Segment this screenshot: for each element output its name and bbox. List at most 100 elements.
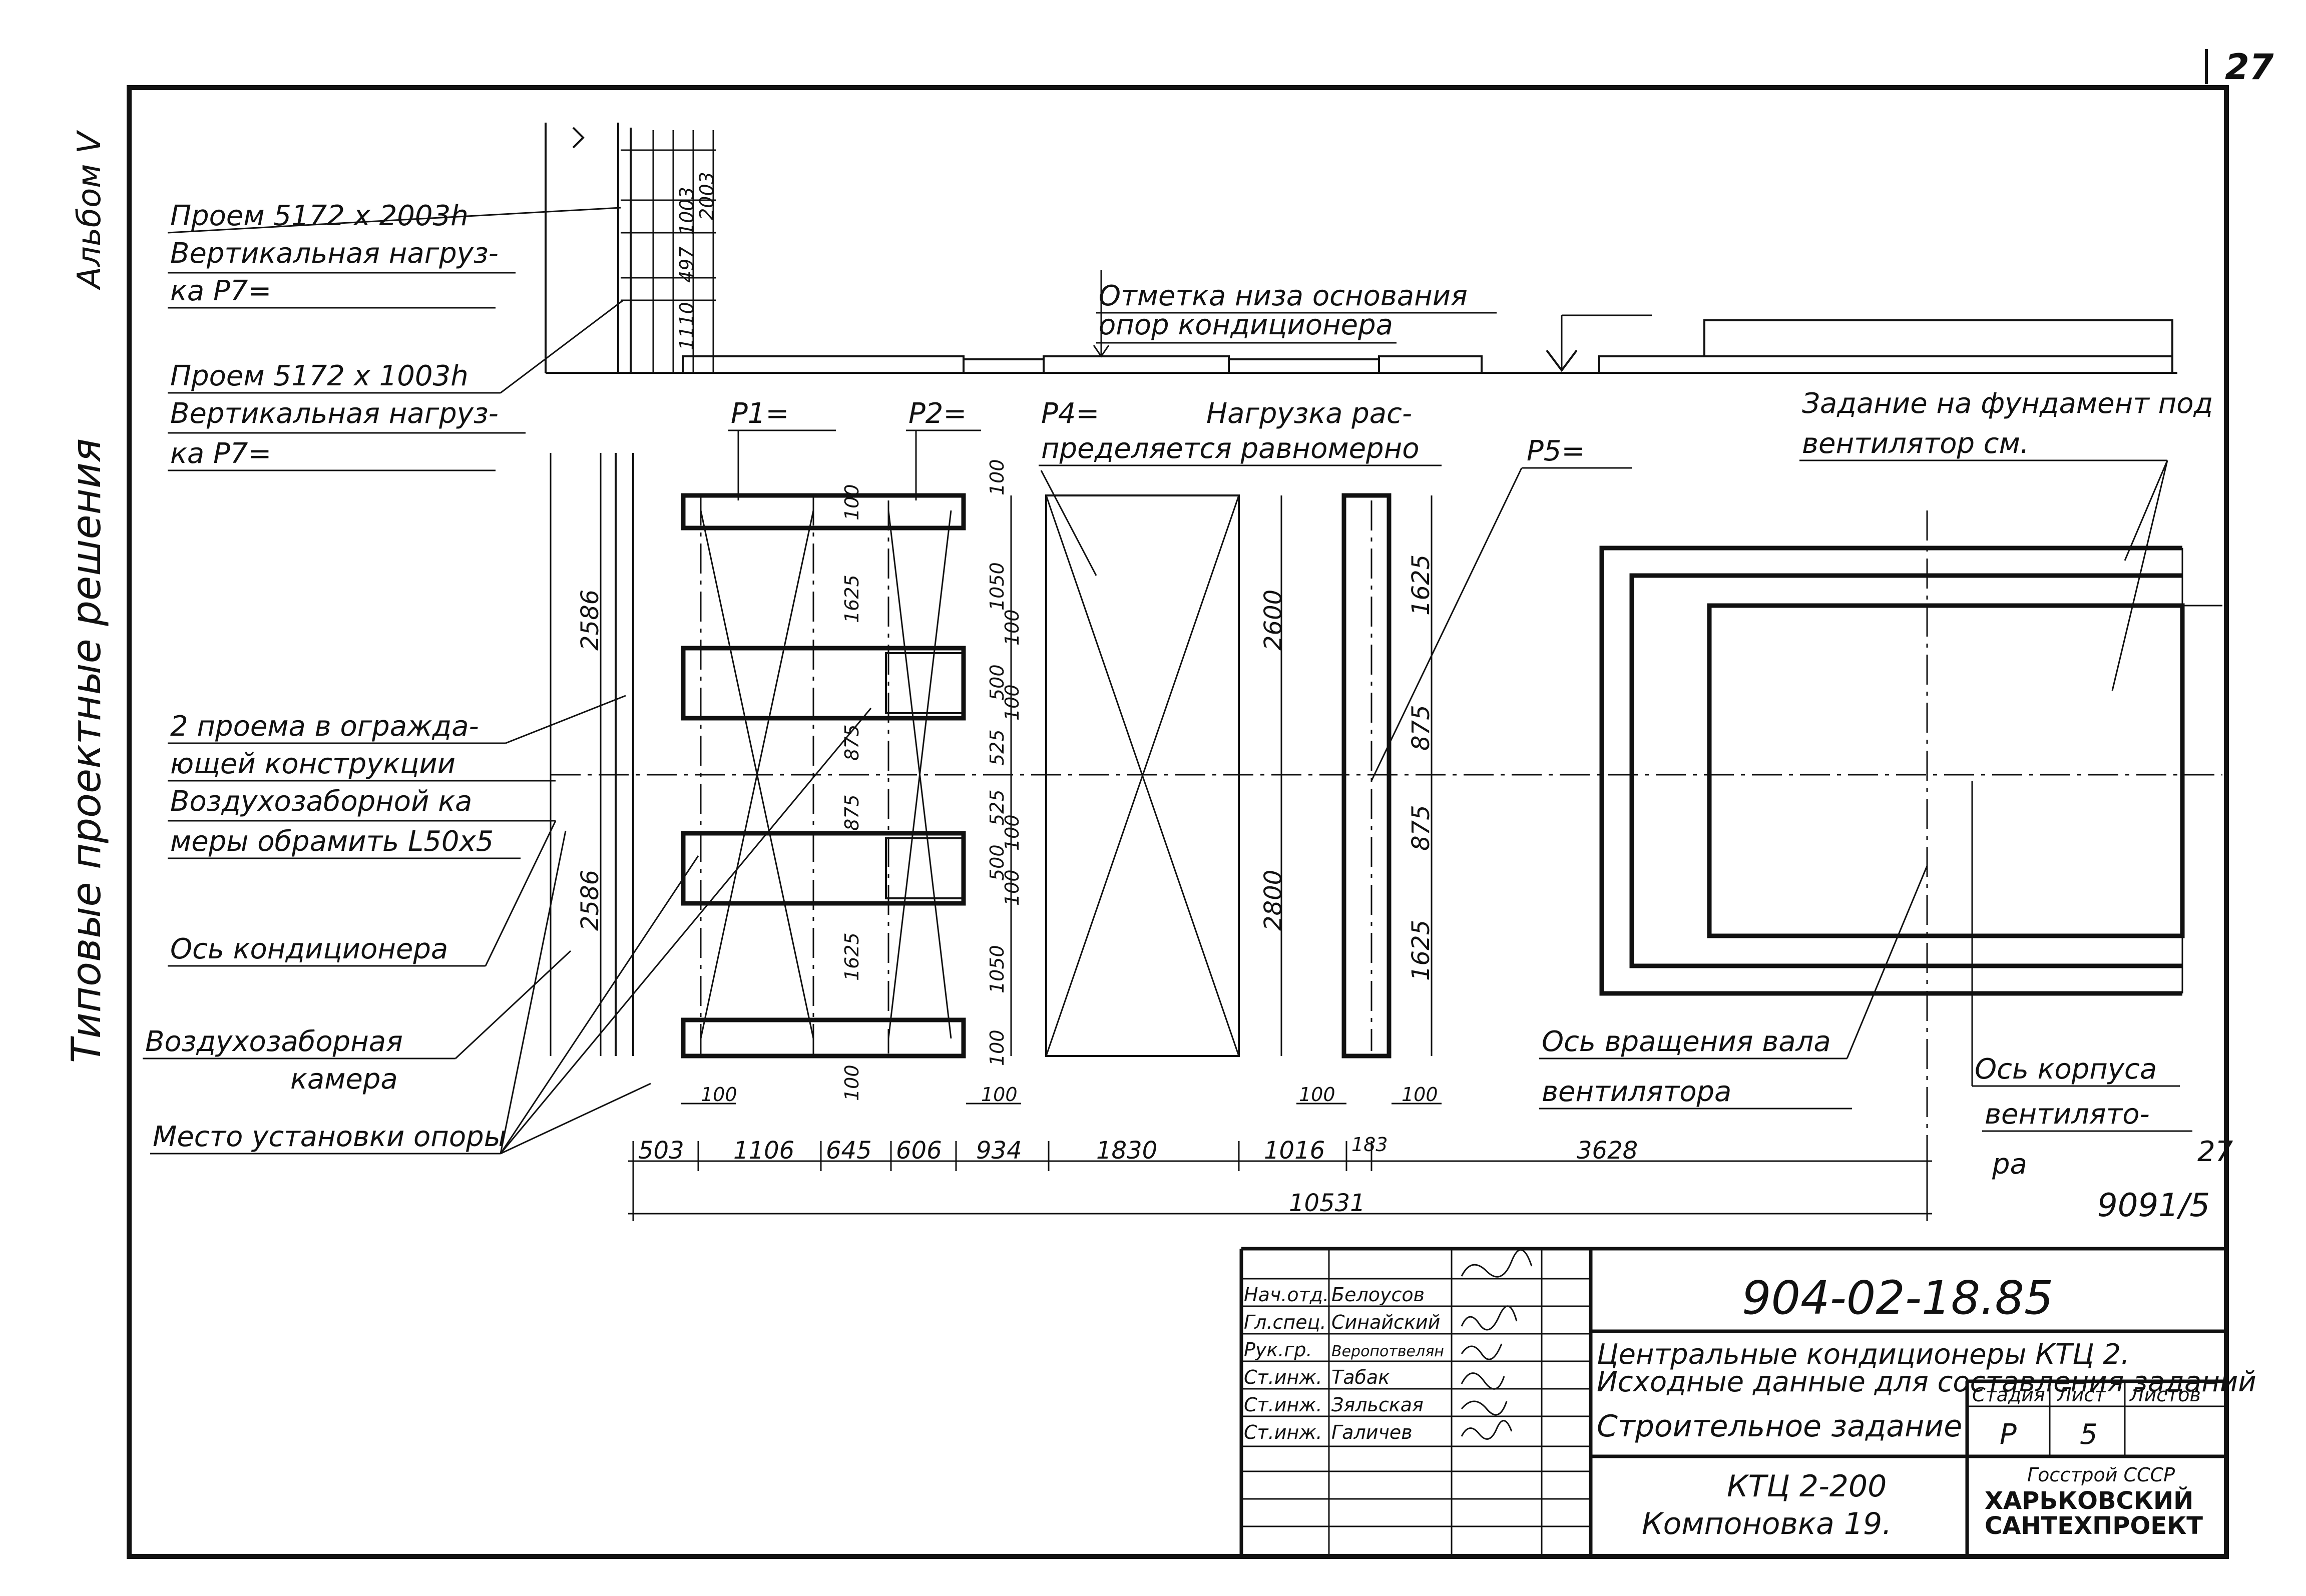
- frame-note-3: Воздухозаборной ка: [170, 785, 472, 818]
- signer-role-3: Рук.гр.: [1244, 1339, 1312, 1361]
- dim-c-total: 10531: [1289, 1189, 1365, 1217]
- dim-t-100b: 100: [1001, 609, 1023, 646]
- signature-mark-2: [1461, 1305, 1518, 1331]
- series-title: Типовые проектные решения: [63, 438, 110, 1063]
- dim-t-500b: 500: [986, 844, 1008, 881]
- dim-c-3628: 3628: [1577, 1137, 1638, 1165]
- dim-t-100d: 100: [1001, 814, 1023, 851]
- opening1-line3: ка Р7=: [170, 275, 271, 307]
- dim-t-1050b: 1050: [986, 945, 1008, 993]
- dim-v-1625a: 1625: [1407, 555, 1435, 616]
- elev-dim-1110: 1110: [676, 302, 698, 350]
- dim-u-2600: 2600: [1259, 590, 1287, 651]
- sheet-number: 5: [2080, 1418, 2098, 1451]
- sheet-header: Лист: [2056, 1384, 2106, 1406]
- doc-title-1: Центральные кондиционеры КТЦ 2.: [1597, 1338, 2130, 1371]
- page-number: 27: [2225, 47, 2274, 88]
- signers-table: Нач.отд. Белоусов Гл.спец. Синайский Рук…: [1244, 1249, 1533, 1443]
- signer-name-5: Зяльская: [1331, 1394, 1424, 1416]
- load-p5: Р5=: [1527, 435, 1585, 467]
- dim-t-100e: 100: [1001, 869, 1023, 906]
- dim-c-645: 645: [826, 1137, 872, 1165]
- org-line-3: САНТЕХПРОЕКТ: [1985, 1512, 2203, 1540]
- dim-t-100f: 100: [986, 1029, 1008, 1066]
- dim-c-183: 183: [1351, 1134, 1388, 1156]
- dim-c-1106: 1106: [733, 1137, 794, 1165]
- sheet-name: Строительное задание: [1597, 1409, 1962, 1444]
- load-p4: Р4=: [1041, 397, 1099, 430]
- signer-role-2: Гл.спец.: [1244, 1311, 1326, 1333]
- dim-t-525a: 525: [986, 729, 1008, 766]
- signature-mark-1: [1461, 1249, 1533, 1278]
- signer-role-6: Ст.инж.: [1244, 1421, 1322, 1443]
- shaft-axis-note-1: Ось вращения вала: [1542, 1025, 1831, 1058]
- body-axis-note-1: Ось корпуса: [1975, 1053, 2157, 1086]
- axis-conditioner-note: Ось кондиционера: [170, 933, 448, 965]
- title-block: [1239, 1247, 2226, 1556]
- dim-v-1625b: 1625: [1407, 920, 1435, 981]
- dim-t-100a: 100: [986, 459, 1008, 495]
- dim-c-1016: 1016: [1264, 1137, 1325, 1165]
- load-p2: Р2=: [908, 397, 967, 430]
- dim-s-1625a: 1625: [841, 575, 863, 623]
- page-number-rule: [2205, 49, 2208, 84]
- dim-c-1830: 1830: [1096, 1137, 1157, 1165]
- ref-27: 27: [2197, 1136, 2233, 1168]
- signature-mark-3: [1461, 1343, 1503, 1360]
- signer-role-1: Нач.отд.: [1244, 1284, 1329, 1306]
- elev-dim-497: 497: [676, 246, 698, 283]
- dim-s-875b: 875: [841, 794, 863, 831]
- fan-task-note-2: вентилятор см.: [1802, 427, 2029, 460]
- signer-role-5: Ст.инж.: [1244, 1394, 1322, 1416]
- signature-mark-4: [1461, 1372, 1505, 1390]
- signature-mark-5: [1461, 1400, 1508, 1416]
- stage-header: Стадия: [1972, 1384, 2045, 1406]
- dim-b-100b: 100: [981, 1084, 1018, 1106]
- dim-s-100b: 100: [841, 1065, 863, 1101]
- signature-mark-6: [1461, 1420, 1513, 1440]
- load-p1: Р1=: [731, 397, 789, 430]
- frame-note-2: ющей конструкции: [170, 748, 455, 780]
- base-mark-text-2: опор кондиционера: [1099, 309, 1393, 341]
- signer-name-6: Галичев: [1331, 1421, 1413, 1443]
- frame-note-4: меры обрамить L50x5: [170, 825, 494, 858]
- dim-b-100d: 100: [1402, 1084, 1438, 1106]
- signer-role-4: Ст.инж.: [1244, 1366, 1322, 1388]
- dim-v-875b: 875: [1407, 805, 1435, 851]
- dim-s-1625b: 1625: [841, 932, 863, 981]
- dim-s-100a: 100: [841, 484, 863, 520]
- fan-task-note-1: Задание на фундамент под: [1802, 387, 2213, 420]
- dim-u-2800: 2800: [1259, 870, 1287, 931]
- elevation-view: [545, 123, 2177, 374]
- subject-1: КТЦ 2-200: [1727, 1469, 1887, 1504]
- album-label: Альбом V: [71, 130, 108, 291]
- support-place-note: Место установки опоры: [153, 1121, 506, 1153]
- dim-t-1050a: 1050: [986, 562, 1008, 611]
- signer-name-4: Табак: [1331, 1366, 1390, 1388]
- dim-b-100c: 100: [1299, 1084, 1335, 1106]
- subject-2: Компоновка 19.: [1642, 1506, 1892, 1541]
- signer-name-1: Белоусов: [1331, 1284, 1425, 1306]
- dim-t-100c: 100: [1001, 684, 1023, 721]
- dim-2586-bottom: 2586: [576, 870, 604, 931]
- dim-t-500a: 500: [986, 664, 1008, 701]
- frame-note-1: 2 проема в огражда-: [170, 710, 479, 743]
- signer-name-3: Веропотвелян: [1331, 1343, 1444, 1360]
- signer-name-2: Синайский: [1331, 1311, 1440, 1333]
- opening2-line3: ка Р7=: [170, 437, 271, 470]
- dim-c-934: 934: [976, 1137, 1022, 1165]
- air-intake-note-1: Воздухозаборная: [145, 1025, 403, 1058]
- org-line-1: Госстрой СССР: [2027, 1464, 2175, 1486]
- doc-code: 904-02-18.85: [1742, 1271, 2053, 1325]
- air-intake-note-2: камера: [290, 1063, 398, 1096]
- dim-v-875a: 875: [1407, 705, 1435, 751]
- base-mark-text-1: Отметка низа основания: [1099, 280, 1468, 312]
- dim-c-606: 606: [896, 1137, 942, 1165]
- dim-c-503: 503: [638, 1137, 684, 1165]
- opening1-line1: Проем 5172 x 2003h: [170, 200, 469, 232]
- doc-title-2: Исходные данные для составления заданий: [1597, 1366, 2256, 1398]
- opening2-line1: Проем 5172 x 1003h: [170, 360, 469, 392]
- org-line-2: ХАРЬКОВСКИЙ: [1985, 1486, 2193, 1515]
- elev-dim-1003: 1003: [676, 187, 698, 235]
